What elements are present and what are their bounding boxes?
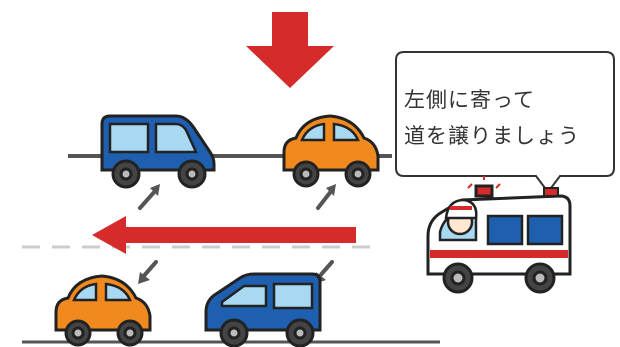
blue-van-icon: [100, 114, 216, 189]
speech-bubble-line-2: 道を譲りましょう: [404, 124, 580, 148]
speech-bubble: [395, 51, 615, 194]
ambulance-icon: [426, 176, 572, 294]
speech-bubble-line-1: 左側に寄って: [404, 88, 535, 112]
left-arrow-icon: [92, 216, 356, 254]
orange-car-icon: [54, 274, 152, 347]
blue-van-icon: [204, 272, 322, 347]
orange-car-icon: [282, 114, 380, 188]
down-arrow-icon: [246, 12, 334, 88]
speech-bubble-text: 左側に寄って 道を譲りましょう: [404, 82, 604, 154]
